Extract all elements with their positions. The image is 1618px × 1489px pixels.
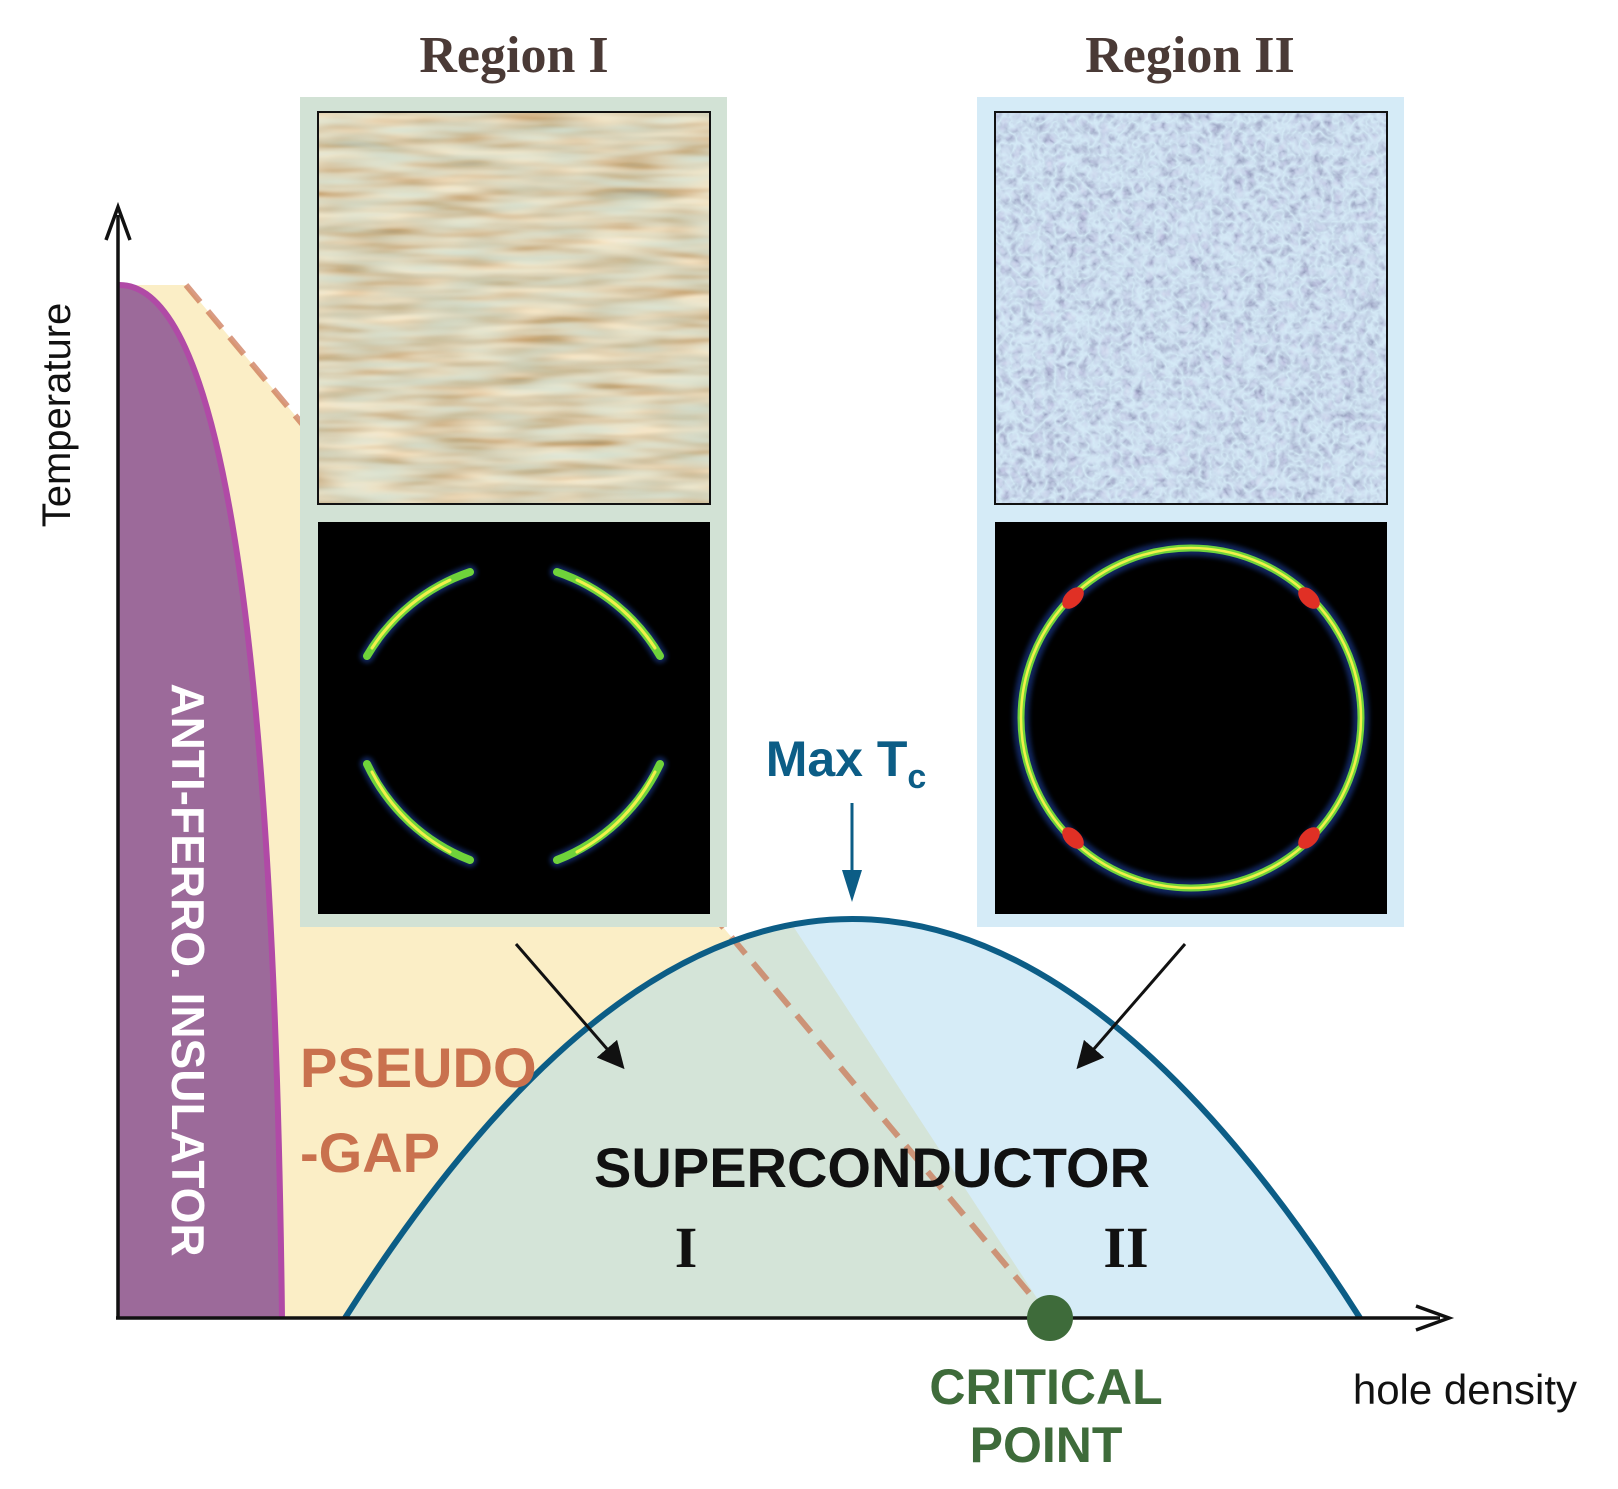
pseudogap-label-line2: -GAP [300, 1121, 440, 1184]
region-ii-panel [977, 97, 1404, 927]
region-i-title: Region I [419, 27, 608, 84]
afm-label: ANTI-FERRO. INSULATOR [162, 683, 214, 1256]
max-tc-arrowhead [842, 870, 862, 902]
max-tc-label: Max Tc [766, 731, 927, 796]
y-axis-arrowhead [104, 201, 132, 241]
region-ii-numeral: II [1103, 1215, 1148, 1280]
x-axis-label: hole density [1353, 1366, 1577, 1413]
y-axis-label: Temperature [35, 303, 79, 528]
x-axis-arrowhead [1415, 1304, 1455, 1332]
afm-region [118, 284, 282, 1318]
region-i-panel [300, 97, 727, 927]
region-i-arrow [514, 943, 625, 1070]
critical-point-label-line2: POINT [970, 1417, 1123, 1473]
region-i-arpes-image [318, 522, 710, 914]
afm-boundary-line [117, 281, 285, 1319]
max-tc-label-prefix: Max T [766, 731, 908, 787]
critical-point-label-line1: CRITICAL [929, 1359, 1162, 1415]
region-i-numeral: I [675, 1215, 698, 1280]
max-tc-label-subscript: c [907, 758, 926, 796]
superconductor-dome-line [342, 916, 1363, 1320]
region-ii-arrow [1076, 943, 1187, 1070]
region-ii-stm-image [994, 111, 1388, 505]
region-i-stm-image [317, 111, 711, 505]
critical-point-marker [1027, 1295, 1073, 1341]
region-ii-title: Region II [1085, 27, 1294, 84]
region-ii-arpes-image [995, 522, 1387, 914]
superconductor-label: SUPERCONDUCTOR [594, 1136, 1150, 1199]
pseudogap-label-line1: PSEUDO [300, 1036, 537, 1099]
